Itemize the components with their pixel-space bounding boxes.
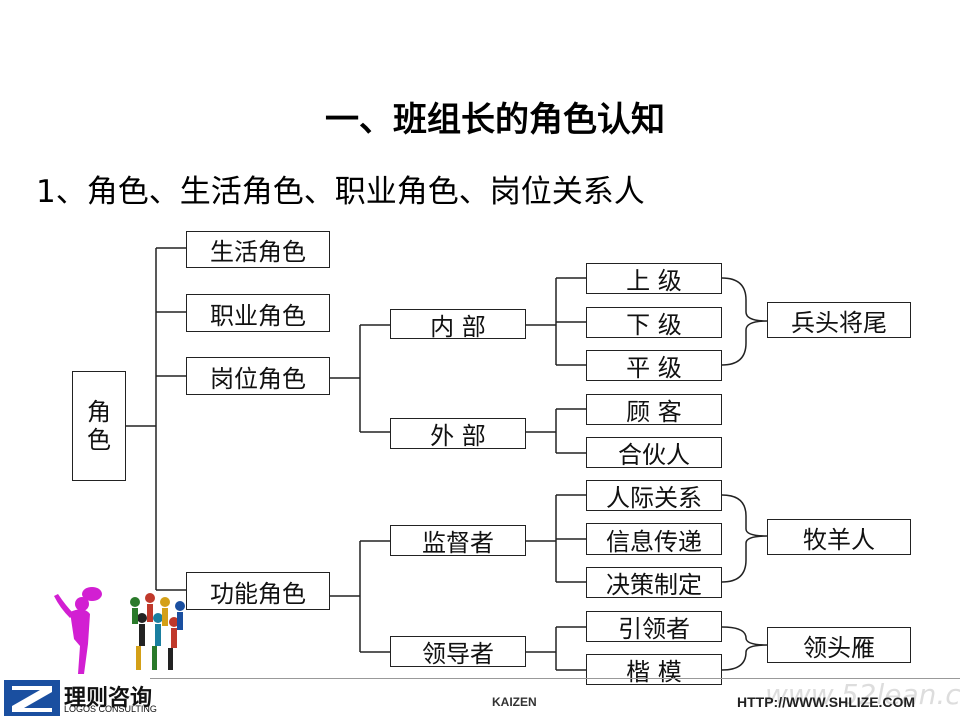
node-shangji: 上 级 xyxy=(586,263,722,295)
node-waibu: 外 部 xyxy=(390,418,526,450)
page-title: 一、班组长的角色认知 xyxy=(325,100,665,140)
summary-bingtoujiangwei: 兵头将尾 xyxy=(767,302,911,338)
summary-lingtouyan: 领头雁 xyxy=(767,627,911,663)
watermark-text: www.52lean.com xyxy=(765,678,960,711)
node-jianduzhe: 监督者 xyxy=(390,525,526,557)
node-juece: 决策制定 xyxy=(586,567,722,599)
node-zhiye: 职业角色 xyxy=(186,294,330,332)
node-lingdaozhe: 领导者 xyxy=(390,636,526,668)
dancing-figures-illustration xyxy=(54,587,185,674)
node-yinling: 引领者 xyxy=(586,611,722,643)
summary-muyangren: 牧羊人 xyxy=(767,519,911,555)
company-subtitle: LOGOS CONSULTING xyxy=(64,704,157,714)
root-node: 角 色 xyxy=(72,371,126,481)
footer-url[interactable]: HTTP://WWW.SHLIZE.COM xyxy=(737,694,916,710)
company-name: 理则咨询 xyxy=(64,686,153,711)
root-line-1: 角 xyxy=(87,398,111,426)
node-renji: 人际关系 xyxy=(586,480,722,512)
footer-divider xyxy=(150,678,960,679)
root-line-2: 色 xyxy=(87,426,111,454)
node-pingji: 平 级 xyxy=(586,350,722,382)
node-gangwei: 岗位角色 xyxy=(186,357,330,395)
page-subtitle: 1、角色、生活角色、职业角色、岗位关系人 xyxy=(36,174,645,210)
node-shenghuo: 生活角色 xyxy=(186,231,330,268)
node-xiaji: 下 级 xyxy=(586,307,722,339)
node-gongneng: 功能角色 xyxy=(186,572,330,610)
company-logo-mark xyxy=(4,680,60,716)
node-guke: 顾 客 xyxy=(586,394,722,426)
node-kaimo: 楷 模 xyxy=(586,654,722,686)
node-hehuoren: 合伙人 xyxy=(586,437,722,469)
footer-kaizen: KAIZEN xyxy=(492,695,537,709)
node-neibu: 内 部 xyxy=(390,309,526,341)
node-xinxi: 信息传递 xyxy=(586,523,722,556)
